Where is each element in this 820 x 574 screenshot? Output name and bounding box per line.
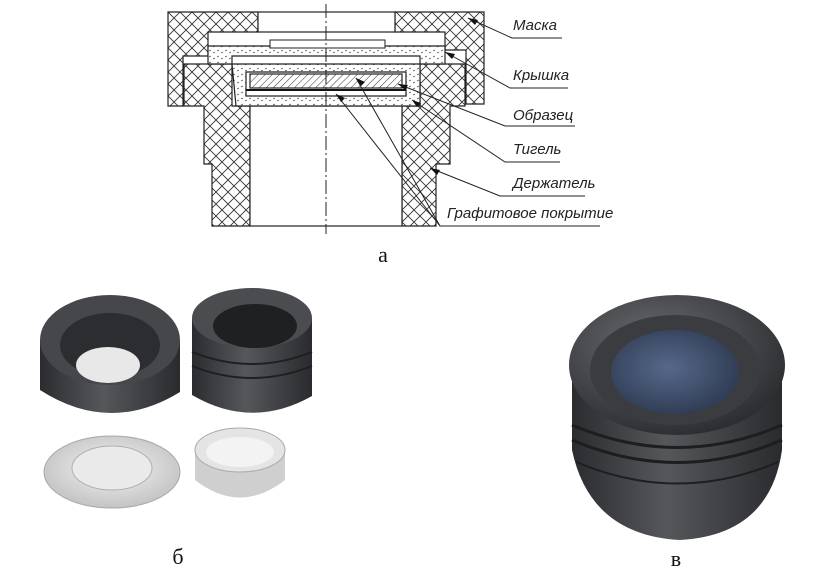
lid-photo — [43, 435, 181, 509]
crucible-photo — [194, 427, 286, 498]
holder — [183, 63, 251, 227]
mask-right — [394, 11, 485, 105]
callout-crucible: Тигель — [513, 141, 562, 158]
callout-coating: Графитовое покрытие — [447, 205, 613, 222]
callout-lid: Крышка — [513, 67, 569, 84]
photo-parts — [40, 288, 313, 509]
callout-holder: Держатель — [511, 175, 596, 192]
holder-photo — [191, 288, 313, 413]
mask-photo — [40, 295, 180, 414]
panel-label-c: в — [671, 546, 681, 571]
panel-label-b: б — [172, 544, 183, 569]
sample-photo — [611, 330, 739, 414]
cross-section-drawing: Маска Крышка Образец Тигель Держатель Гр… — [167, 4, 613, 234]
callout-mask: Маска — [513, 17, 557, 34]
panel-label-a: а — [378, 242, 388, 267]
callout-sample: Образец — [513, 107, 574, 124]
photo-assembled — [569, 295, 785, 540]
